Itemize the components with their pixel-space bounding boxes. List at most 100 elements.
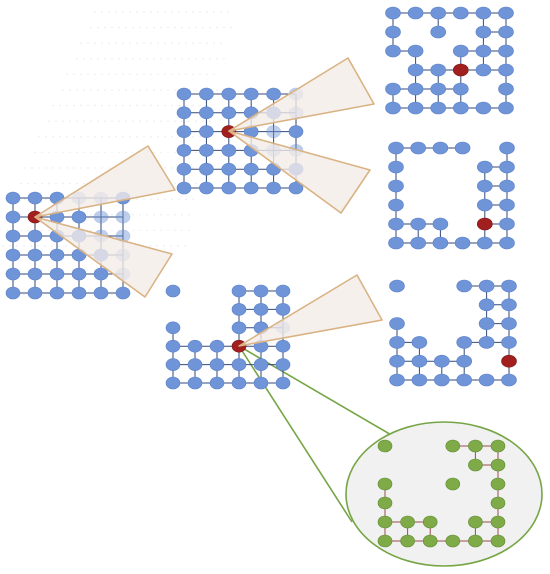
grid-node [275, 358, 291, 371]
grid-node [187, 339, 203, 353]
background-dot [90, 89, 92, 91]
background-dot [55, 182, 57, 185]
background-dot [80, 136, 82, 138]
grid-node [422, 534, 438, 548]
background-dot [9, 245, 11, 247]
background-dot [132, 120, 134, 122]
grid-node [478, 373, 495, 387]
background-dot [220, 42, 222, 44]
grid-node [452, 6, 469, 20]
grid-node [389, 317, 405, 330]
background-dot [143, 11, 145, 13]
grid-node [187, 358, 203, 371]
grid-node [499, 198, 515, 212]
grid-node [456, 354, 473, 368]
background-dot [94, 104, 96, 107]
background-dot [199, 73, 201, 76]
background-dot [192, 11, 194, 13]
background-dot [139, 229, 141, 232]
background-dot [104, 89, 106, 91]
grid-node [501, 279, 517, 293]
background-dot [185, 73, 187, 76]
background-dot [153, 151, 155, 154]
background-dot [111, 229, 113, 232]
background-dot [115, 136, 117, 138]
background-dot [20, 182, 22, 185]
background-dot [174, 58, 176, 60]
background-dot [122, 42, 124, 44]
background-dot [80, 42, 82, 44]
background-dot [170, 245, 172, 247]
background-dot [48, 182, 50, 185]
background-dot [184, 245, 186, 247]
background-dot [202, 58, 204, 60]
grid-node [407, 6, 424, 20]
grid-node [490, 439, 506, 453]
grid-node [388, 160, 404, 174]
grid-edges [392, 12, 507, 109]
background-dot [2, 245, 4, 247]
background-dot [129, 136, 131, 138]
grid-node [433, 373, 450, 387]
background-dot [167, 26, 169, 29]
background-dot [188, 26, 190, 29]
background-dot [66, 73, 68, 76]
grid-node [199, 162, 214, 176]
background-dot [213, 11, 215, 13]
grid-node [115, 286, 131, 300]
background-dot [73, 73, 75, 76]
grid-node [454, 236, 471, 250]
background-dot [83, 58, 85, 60]
grid-node [377, 515, 393, 529]
background-dot [104, 120, 106, 122]
background-dot [146, 26, 148, 29]
background-dot [181, 120, 183, 122]
background-dot [153, 58, 155, 60]
background-dot [181, 26, 183, 29]
grid-node [221, 106, 237, 120]
grid-node [498, 82, 514, 96]
background-dot [76, 182, 78, 185]
background-dot [174, 229, 176, 232]
background-dot [104, 26, 106, 29]
background-dot [76, 151, 78, 154]
background-dot [136, 11, 138, 13]
grid-node [410, 141, 427, 155]
grid-node [430, 6, 447, 20]
background-dot [73, 104, 75, 107]
background-dot [97, 120, 99, 122]
background-dot [174, 89, 176, 91]
background-dot [69, 151, 71, 154]
background-dot [206, 42, 208, 44]
grid-node [490, 515, 506, 529]
background-dot [122, 104, 124, 107]
grid-node [253, 284, 269, 298]
background-dot [132, 26, 134, 29]
grid-node [445, 534, 461, 548]
grid-node [501, 317, 517, 330]
background-dot [146, 89, 148, 91]
background-dot [171, 167, 173, 169]
grid-node [432, 236, 449, 250]
background-dot [90, 26, 92, 29]
background-dot [188, 58, 190, 60]
background-dot [118, 120, 120, 122]
grid-node [27, 248, 43, 262]
background-dot [87, 167, 89, 169]
background-dot [153, 120, 155, 122]
background-dot [181, 214, 183, 216]
grid-node [411, 336, 428, 349]
grid-node [176, 87, 192, 101]
grid-node [430, 82, 447, 96]
grid-node [275, 376, 291, 390]
background-dot [150, 73, 152, 76]
grid-right-top-pattern [385, 6, 514, 115]
grid-node [433, 354, 450, 368]
grid-node [385, 25, 401, 39]
background-dot [62, 89, 64, 91]
background-dot [167, 214, 169, 216]
background-dot [171, 136, 173, 138]
background-dot [87, 42, 89, 44]
background-dot [192, 136, 194, 138]
background-dot [178, 73, 180, 76]
